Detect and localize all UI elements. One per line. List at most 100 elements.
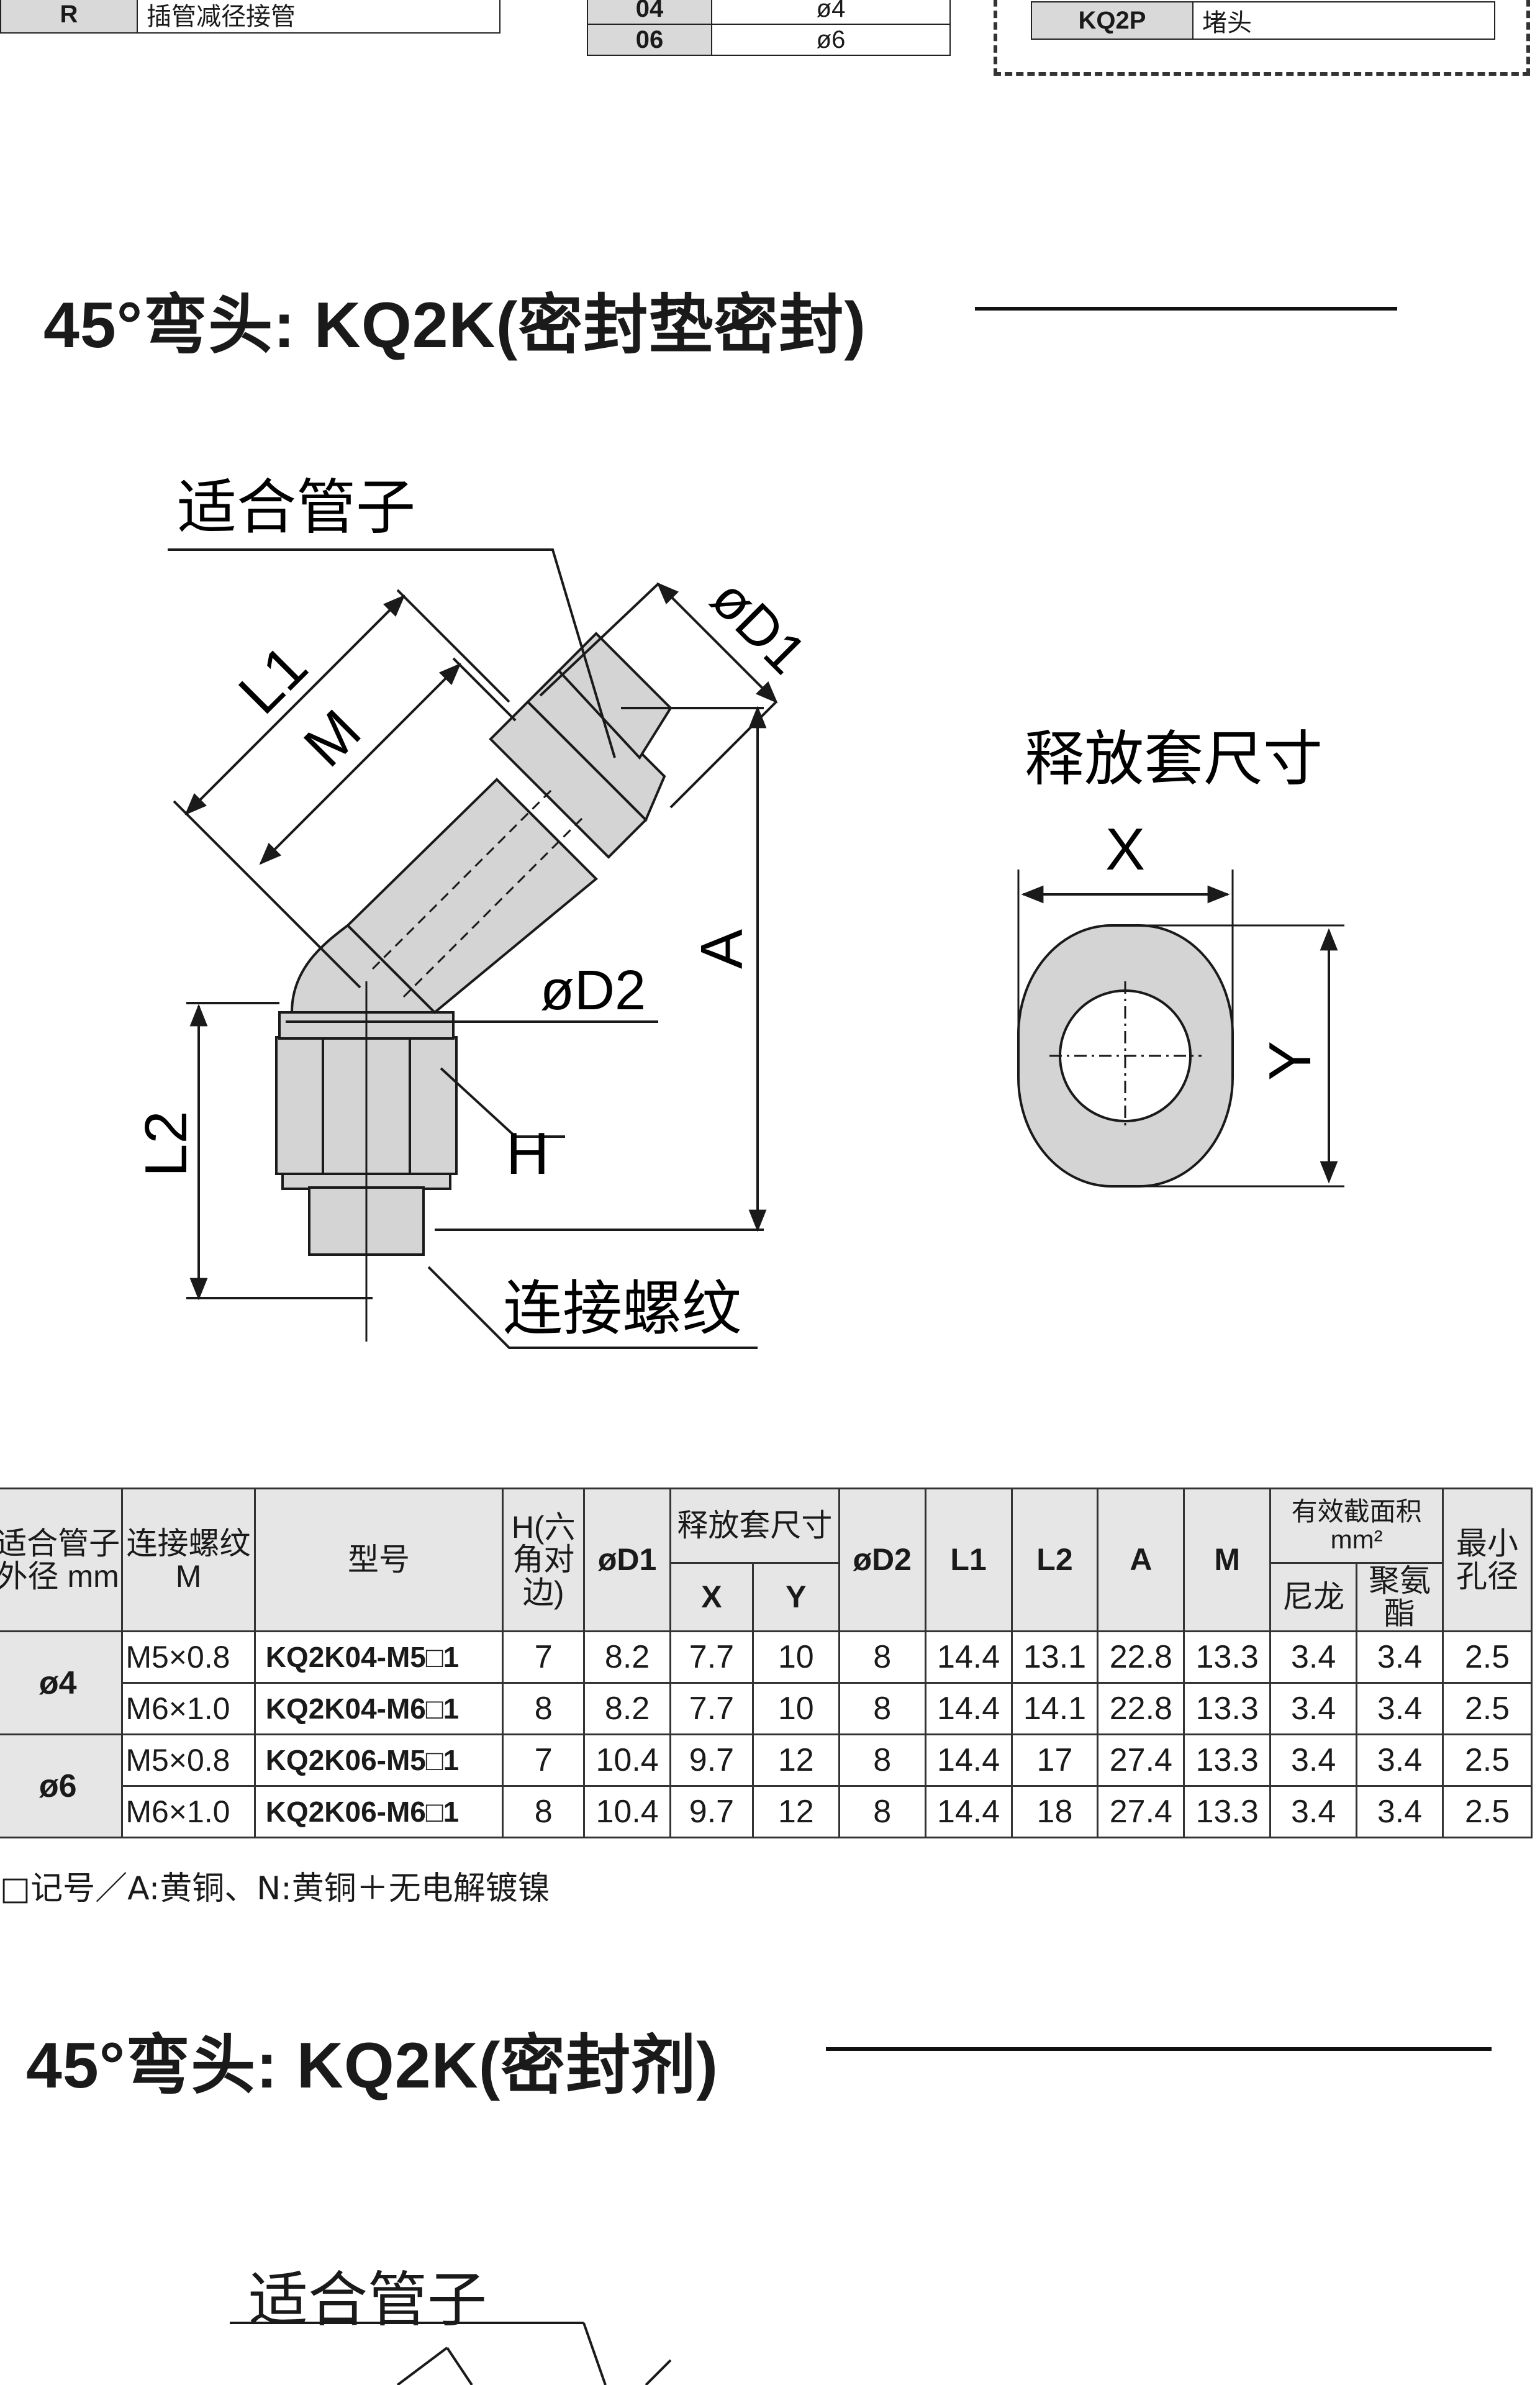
tube-size-cell: ø4 bbox=[0, 1630, 124, 1735]
table-cell: 13.3 bbox=[1183, 1682, 1272, 1735]
table-cell: 7 bbox=[502, 1733, 586, 1787]
dim-L1: L1 bbox=[226, 633, 320, 727]
top-left-table: R 插管减径接管 bbox=[0, 0, 500, 34]
table-cell: 10 bbox=[751, 1682, 840, 1735]
header-area: 有效截面积mm² bbox=[1269, 1488, 1444, 1564]
header-nylon: 尼龙 bbox=[1269, 1562, 1358, 1632]
header-D2: øD2 bbox=[838, 1488, 926, 1632]
table-cell: KQ2P bbox=[1031, 1, 1194, 40]
model-cell: KQ2K06-M6□1 bbox=[253, 1785, 504, 1838]
table-cell: 8.2 bbox=[583, 1630, 672, 1684]
header-H: H(六角对边) bbox=[502, 1488, 586, 1632]
header-X: X bbox=[669, 1562, 754, 1632]
table-cell: 14.4 bbox=[924, 1630, 1013, 1684]
fitting-diagram-partial bbox=[230, 2322, 672, 2385]
header-thread: 连接螺纹M bbox=[121, 1488, 256, 1632]
table-cell: 14.1 bbox=[1010, 1682, 1099, 1735]
dim-A: A bbox=[689, 929, 755, 969]
dashed-box bbox=[994, 0, 1530, 76]
model-cell: KQ2K04-M6□1 bbox=[253, 1682, 504, 1735]
table-cell: M5×0.8 bbox=[121, 1630, 256, 1684]
table-cell: 3.4 bbox=[1356, 1733, 1444, 1787]
header-pu: 聚氨酯 bbox=[1356, 1562, 1444, 1632]
dim-D2: øD2 bbox=[540, 960, 646, 1022]
table-cell: 3.4 bbox=[1356, 1785, 1444, 1838]
table-cell: 12 bbox=[751, 1785, 840, 1838]
table-cell: 14.4 bbox=[924, 1785, 1013, 1838]
table-cell: 18 bbox=[1010, 1785, 1099, 1838]
dim-M: M bbox=[291, 697, 373, 779]
dim-D1: øD1 bbox=[699, 567, 818, 686]
table-cell: 插管减径接管 bbox=[137, 0, 500, 34]
label-release: 释放套尺寸 bbox=[1025, 726, 1323, 793]
table-cell: 3.4 bbox=[1269, 1785, 1358, 1838]
table-cell: 3.4 bbox=[1269, 1733, 1358, 1787]
table-row: M6×1.0 KQ2K04-M6□1 8 8.2 7.7 10 8 14.4 1… bbox=[0, 1682, 1533, 1735]
header-Y: Y bbox=[751, 1562, 840, 1632]
table-cell: 14.4 bbox=[924, 1733, 1013, 1787]
table-row: M6×1.0 KQ2K06-M6□1 8 10.4 9.7 12 8 14.4 … bbox=[0, 1785, 1533, 1838]
header-min-bore: 最小孔径 bbox=[1441, 1488, 1533, 1632]
header-release: 释放套尺寸 bbox=[669, 1488, 840, 1564]
table-cell: M6×1.0 bbox=[121, 1682, 256, 1735]
table-cell: 8.2 bbox=[583, 1682, 672, 1735]
label-tube: 适合管子 bbox=[177, 475, 415, 541]
table-cell: 22.8 bbox=[1097, 1630, 1185, 1684]
table-cell: R bbox=[0, 0, 138, 34]
table-cell: 8 bbox=[838, 1785, 926, 1838]
title-rule bbox=[975, 307, 1397, 311]
model-cell: KQ2K06-M5□1 bbox=[253, 1733, 504, 1787]
dim-H: H bbox=[506, 1120, 549, 1187]
table-cell: 8 bbox=[838, 1682, 926, 1735]
table-cell: 06 bbox=[587, 24, 712, 56]
table-cell: 12 bbox=[751, 1733, 840, 1787]
table-cell: 13.1 bbox=[1010, 1630, 1099, 1684]
table-row: ø6 M5×0.8 KQ2K06-M5□1 7 10.4 9.7 12 8 14… bbox=[0, 1733, 1533, 1838]
table-cell: M5×0.8 bbox=[121, 1733, 256, 1787]
table-cell: 2.5 bbox=[1441, 1630, 1533, 1684]
table-cell: 13.3 bbox=[1183, 1785, 1272, 1838]
table-cell: 17 bbox=[1010, 1733, 1099, 1787]
table-cell: 13.3 bbox=[1183, 1733, 1272, 1787]
table-cell: 9.7 bbox=[669, 1785, 754, 1838]
header-D1: øD1 bbox=[583, 1488, 672, 1632]
table-cell: 3.4 bbox=[1269, 1682, 1358, 1735]
table-cell: M6×1.0 bbox=[121, 1785, 256, 1838]
table-cell: 13.3 bbox=[1183, 1630, 1272, 1684]
table-cell: 10.4 bbox=[583, 1733, 672, 1787]
top-right-table: KQ2P 堵头 bbox=[1031, 1, 1495, 40]
table-cell: ø4 bbox=[711, 0, 951, 25]
header-L1: L1 bbox=[924, 1488, 1013, 1632]
header-L2: L2 bbox=[1010, 1488, 1099, 1632]
header-M: M bbox=[1183, 1488, 1272, 1632]
fitting-diagram: 适合管子 L1 M øD1 A L2 øD2 H 连接螺纹 释放套尺寸 X Y bbox=[133, 475, 1344, 1349]
table-cell: 堵头 bbox=[1192, 1, 1495, 40]
table-cell: 27.4 bbox=[1097, 1785, 1185, 1838]
table-cell: 2.5 bbox=[1441, 1785, 1533, 1838]
tube-size-cell: ø6 bbox=[0, 1733, 124, 1838]
table-cell: 3.4 bbox=[1269, 1630, 1358, 1684]
table-cell: 22.8 bbox=[1097, 1682, 1185, 1735]
table-cell: 8 bbox=[838, 1733, 926, 1787]
spec-table: 适合管子外径 mm 连接螺纹M 型号 H(六角对边) øD1 释放套尺寸 øD2… bbox=[0, 1488, 1533, 1838]
dim-L2: L2 bbox=[133, 1111, 199, 1177]
table-cell: 04 bbox=[587, 0, 712, 25]
label-thread: 连接螺纹 bbox=[503, 1276, 741, 1342]
table-cell: 7.7 bbox=[669, 1682, 754, 1735]
dim-X: X bbox=[1105, 816, 1145, 883]
table-cell: 8 bbox=[502, 1785, 586, 1838]
table-cell: 7 bbox=[502, 1630, 586, 1684]
table-cell: 2.5 bbox=[1441, 1733, 1533, 1787]
table-cell: 3.4 bbox=[1356, 1630, 1444, 1684]
header-model: 型号 bbox=[253, 1488, 504, 1632]
top-middle-table: 04 ø4 06 ø6 bbox=[587, 0, 951, 56]
table-cell: ø6 bbox=[711, 24, 951, 56]
table-cell: 8 bbox=[838, 1630, 926, 1684]
table-cell: 7.7 bbox=[669, 1630, 754, 1684]
table-cell: 27.4 bbox=[1097, 1733, 1185, 1787]
table-cell: 10 bbox=[751, 1630, 840, 1684]
table-cell: 10.4 bbox=[583, 1785, 672, 1838]
table-cell: 9.7 bbox=[669, 1733, 754, 1787]
table-cell: 8 bbox=[502, 1682, 586, 1735]
header-A: A bbox=[1097, 1488, 1185, 1632]
